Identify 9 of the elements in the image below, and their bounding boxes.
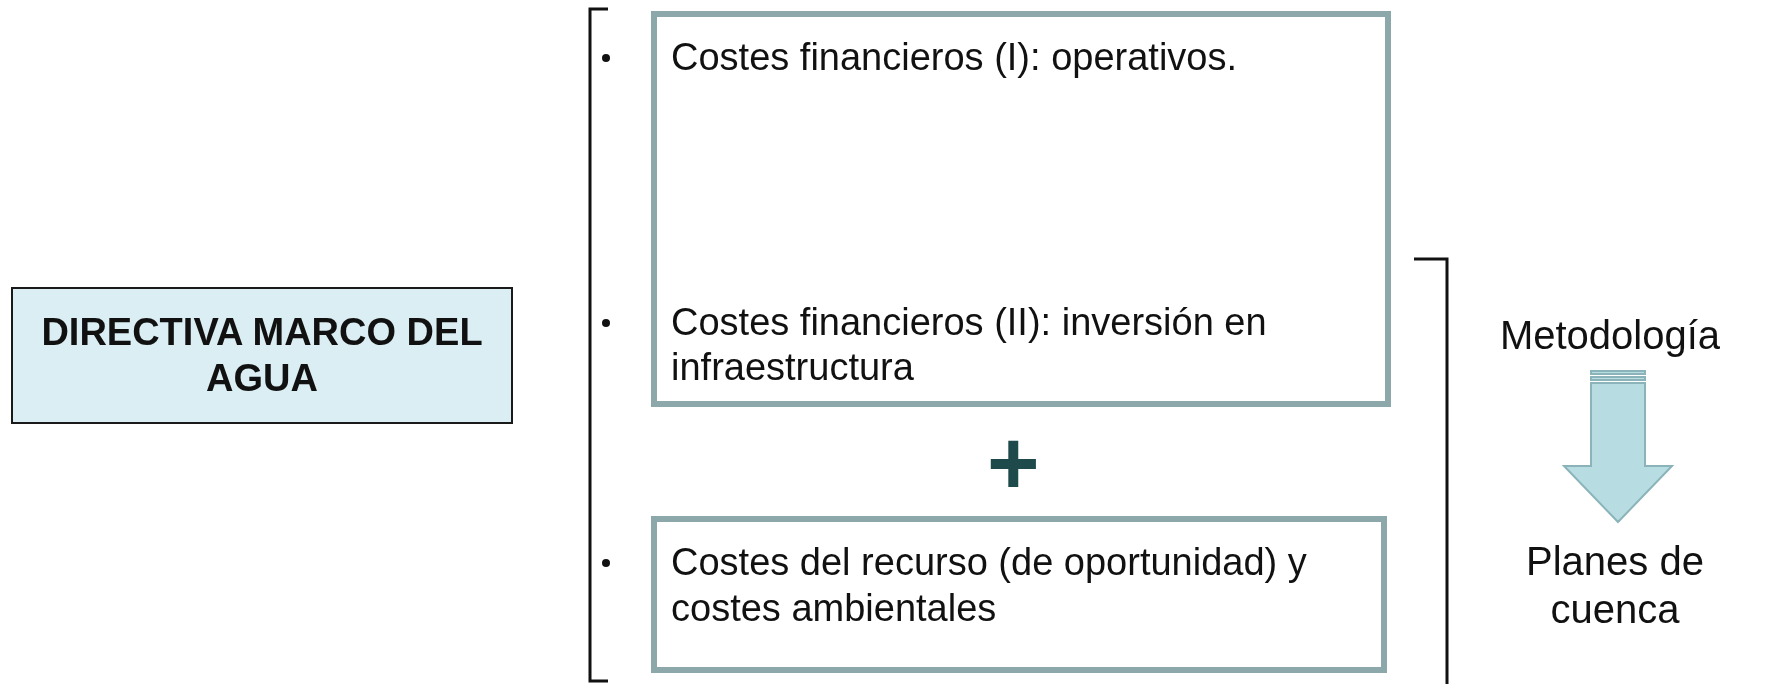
title-box — [11, 287, 513, 424]
item-text: Costes financieros (I): operativos. — [671, 35, 1238, 80]
block-arrow — [1561, 370, 1675, 524]
caption-text: Metodología — [1499, 312, 1721, 359]
item-text: Costes del recurso (de oportunidad) y costes ambientales — [671, 540, 1308, 631]
item-text: Costes financieros (II): inversión en infraestructura — [671, 299, 1268, 391]
caption-text: Planes de cuenca — [1525, 538, 1705, 633]
title-text: DIRECTIVA MARCO DEL AGUA — [40, 309, 484, 401]
plus-sign: + — [987, 418, 1040, 508]
